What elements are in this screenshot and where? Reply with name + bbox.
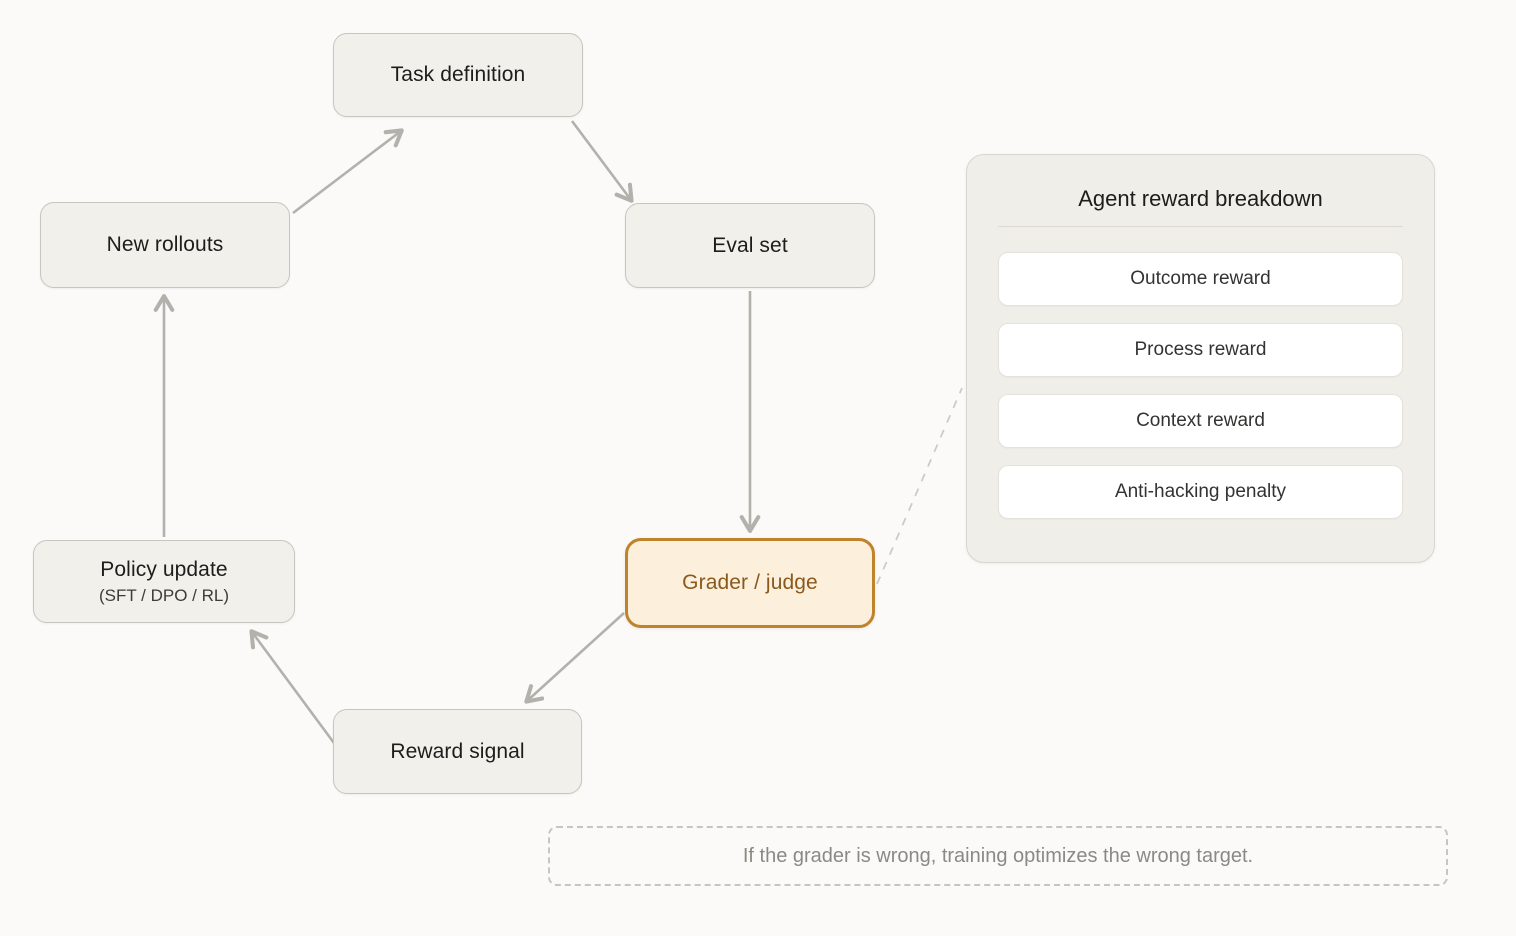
- panel-divider: [998, 226, 1403, 227]
- panel-item-anti-hacking-penalty: Anti-hacking penalty: [998, 465, 1403, 519]
- edge-grader-judge-to-reward-signal: [524, 612, 625, 704]
- panel-item-process-reward: Process reward: [998, 323, 1403, 377]
- edge-reward-signal-to-policy-update: [249, 629, 336, 744]
- panel-items: Outcome reward Process reward Context re…: [998, 252, 1403, 519]
- node-eval-set: Eval set: [625, 203, 875, 288]
- edge-new-rollouts-to-task-definition: [292, 128, 404, 215]
- node-policy-update-sublabel: (SFT / DPO / RL): [98, 585, 230, 605]
- agent-reward-breakdown-panel: Agent reward breakdown Outcome reward Pr…: [966, 154, 1435, 563]
- node-task-definition-label: Task definition: [390, 63, 526, 86]
- node-reward-signal: Reward signal: [333, 709, 582, 794]
- node-eval-set-label: Eval set: [712, 233, 788, 257]
- panel-title: Agent reward breakdown: [1078, 186, 1323, 211]
- node-policy-update: Policy update (SFT / DPO / RL): [33, 540, 295, 623]
- caption-note: If the grader is wrong, training optimiz…: [548, 826, 1448, 886]
- node-grader-judge-label: Grader / judge: [682, 571, 818, 594]
- node-new-rollouts-label: New rollouts: [106, 233, 224, 256]
- panel-item-context-reward: Context reward: [998, 394, 1403, 448]
- panel-item-outcome-reward: Outcome reward: [998, 252, 1403, 306]
- node-task-definition: Task definition: [333, 33, 583, 117]
- caption-note-text: If the grader is wrong, training optimiz…: [742, 844, 1254, 867]
- node-policy-update-label: Policy update: [100, 557, 228, 581]
- edge-grader-judge-to-reward-panel-dashed: [876, 387, 963, 585]
- node-reward-signal-label: Reward signal: [390, 739, 525, 763]
- node-grader-judge: Grader / judge: [625, 538, 875, 628]
- edge-task-definition-to-eval-set: [570, 120, 634, 203]
- node-new-rollouts: New rollouts: [40, 202, 290, 288]
